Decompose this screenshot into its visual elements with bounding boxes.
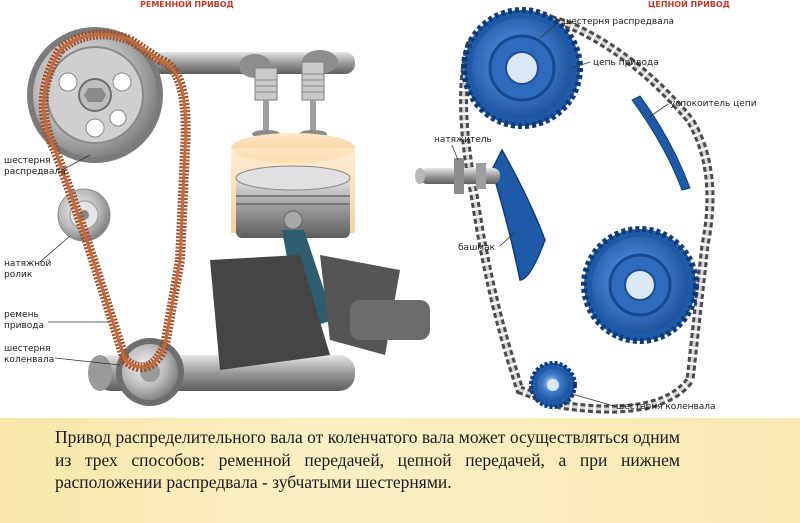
leader-line — [647, 103, 669, 119]
belt-drive-title: РЕМЕННОЙ ПРИВОД — [140, 0, 234, 9]
valve — [252, 67, 280, 138]
label-belt-camshaft-gear-2: распредвала — [4, 167, 66, 177]
camshaft-gear — [27, 27, 163, 163]
label-chain-crankshaft-gear: шестерня коленвала — [616, 402, 716, 412]
piston — [235, 165, 351, 238]
leader-line — [499, 231, 516, 247]
chain-drive-illustration: ЦЕПНОЙ ПРИВОД — [415, 0, 757, 414]
chain-camshaft-sprocket — [461, 7, 583, 129]
crankshaft — [88, 255, 430, 391]
valve — [299, 61, 327, 138]
label-belt-crankshaft-gear-2: коленвала — [4, 355, 54, 365]
leader-line — [571, 393, 615, 407]
leader-line — [451, 144, 459, 161]
drive-chain-links — [462, 16, 712, 411]
connecting-rod — [282, 230, 334, 330]
label-drive-belt-1: ремень — [4, 310, 39, 320]
label-chain-camshaft-gear: шестерня распредвала — [563, 17, 674, 27]
label-drive-belt-2: привода — [4, 321, 44, 331]
chain-tensioner — [415, 158, 500, 194]
caption-text: Привод распределительного вала от коленч… — [55, 427, 680, 492]
label-tensioner-shoe: башмак — [458, 243, 496, 253]
label-belt-camshaft-gear-1: шестерня — [4, 156, 51, 166]
chain-drive-title: ЦЕПНОЙ ПРИВОД — [648, 0, 730, 9]
label-chain-damper: успокоитель цепи — [670, 99, 757, 109]
leader-line — [61, 154, 91, 171]
tensioner-shoe — [491, 148, 546, 281]
caption-panel: Привод распределительного вала от коленч… — [0, 418, 800, 523]
chain-intermediate-sprocket — [581, 226, 699, 344]
crankshaft-gear — [116, 338, 184, 406]
label-chain-tensioner: натяжитель — [434, 135, 492, 145]
leader-line — [39, 235, 71, 263]
label-belt-crankshaft-gear-1: шестерня — [4, 344, 51, 354]
leader-line — [539, 20, 561, 39]
chain-crankshaft-sprocket — [529, 361, 577, 409]
label-tensioner-roller-2: ролик — [4, 270, 33, 280]
timing-belt-edge — [42, 32, 188, 369]
chain-damper — [631, 95, 691, 191]
leader-line — [571, 61, 591, 69]
label-drive-chain: цепь привода — [593, 58, 659, 68]
label-tensioner-roller-1: натяжной — [4, 259, 52, 269]
belt-drive-illustration: РЕМЕННОЙ ПРИВОД — [4, 0, 430, 406]
leader-line — [54, 357, 121, 366]
